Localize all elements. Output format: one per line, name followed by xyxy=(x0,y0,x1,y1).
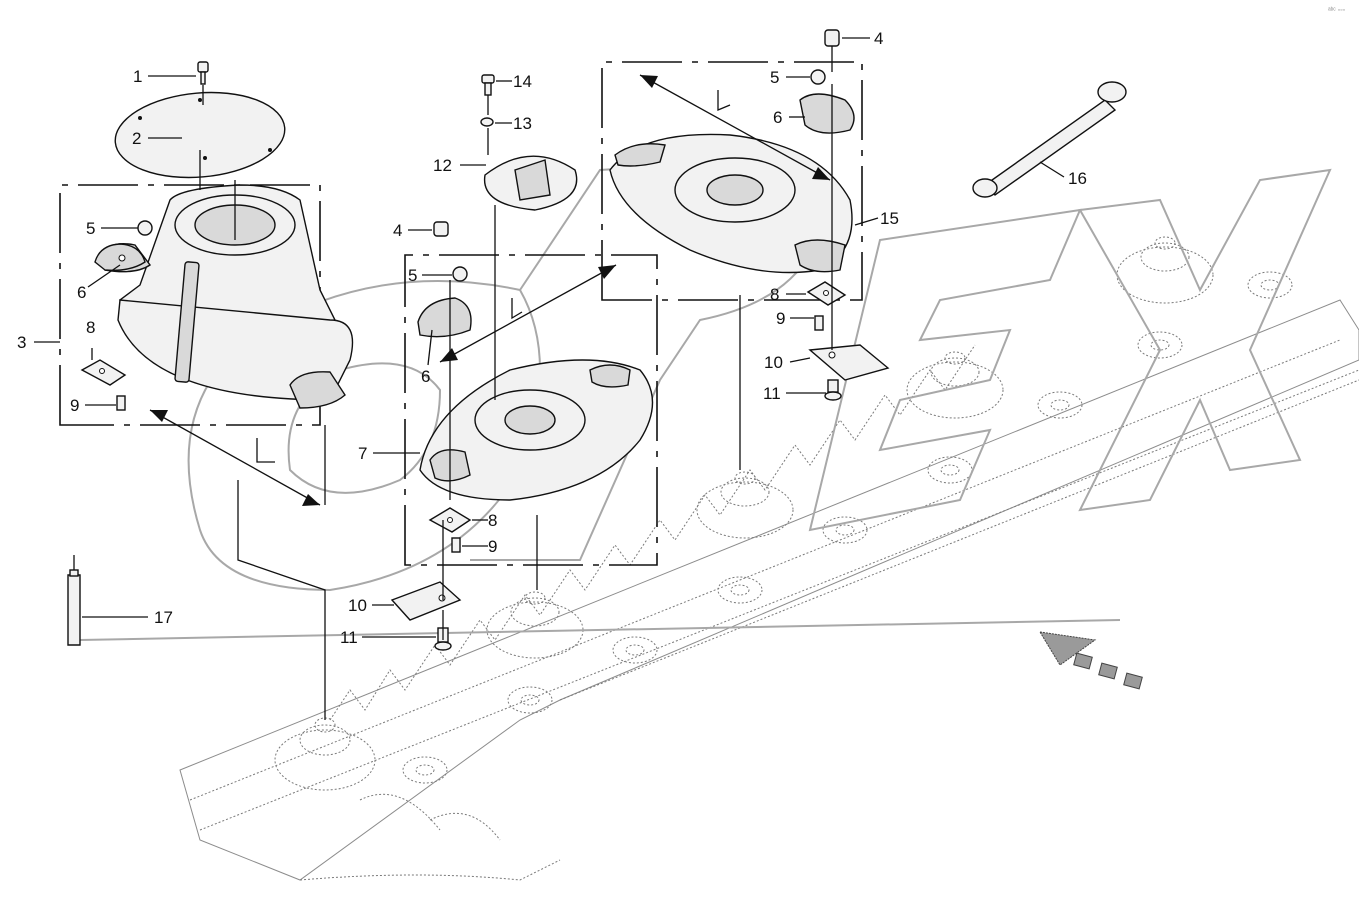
idler-gears xyxy=(402,271,1293,784)
cutter-bar-background xyxy=(179,236,1359,881)
corner-mark: ᵃᵇᶜ ◦◦◦ xyxy=(1328,7,1345,14)
nut-4-middle xyxy=(433,221,449,237)
callout-10-middle: 10 xyxy=(348,596,367,615)
bolt-14 xyxy=(481,74,495,96)
callout-9-left: 9 xyxy=(70,396,79,415)
cover-plate-holes xyxy=(138,98,272,160)
disc-7 xyxy=(419,359,654,501)
pad-8-left xyxy=(80,359,127,386)
knife-holder-6-right xyxy=(799,93,855,134)
callout-labels: 1 2 3 5 6 8 9 14 13 12 4 5 6 7 8 9 10 11… xyxy=(17,29,1087,647)
callout-15: 15 xyxy=(880,209,899,228)
callout-10-right: 10 xyxy=(764,353,783,372)
callout-11-right: 11 xyxy=(763,384,781,403)
callout-1: 1 xyxy=(133,67,142,86)
leader-lines xyxy=(34,37,1065,638)
callout-7: 7 xyxy=(358,444,367,463)
group-frame-middle xyxy=(404,254,658,566)
group-frame-left xyxy=(59,184,321,426)
callout-8-right: 8 xyxy=(770,285,779,304)
nut-5-left xyxy=(137,220,153,236)
nut-4-right xyxy=(824,29,840,47)
callout-8-middle: 8 xyxy=(488,511,497,530)
disc-15 xyxy=(609,133,853,274)
nut-5-right xyxy=(810,69,826,85)
callout-13: 13 xyxy=(513,114,532,133)
bolt-9-right xyxy=(814,315,824,331)
callout-5-left: 5 xyxy=(86,219,95,238)
callout-17: 17 xyxy=(154,608,173,627)
bolt-11-right xyxy=(824,379,842,401)
bolt-1 xyxy=(197,61,209,85)
gear-housing-4 xyxy=(906,351,1004,419)
bolt-9-middle xyxy=(451,537,461,553)
callout-8-left: 8 xyxy=(86,318,95,337)
blade-10-right xyxy=(808,344,890,381)
callout-2: 2 xyxy=(132,129,141,148)
callout-5-right: 5 xyxy=(770,68,779,87)
callout-9-right: 9 xyxy=(776,309,785,328)
callout-4-middle: 4 xyxy=(393,221,402,240)
gear-housing-5 xyxy=(1116,236,1214,304)
callout-9-middle: 9 xyxy=(488,537,497,556)
callout-5-middle: 5 xyxy=(408,266,417,285)
assembly-lines xyxy=(149,46,833,720)
watermark xyxy=(79,158,1332,641)
pad-8-middle xyxy=(428,507,472,533)
direction-arrow-icon xyxy=(1039,631,1143,690)
callout-6-middle: 6 xyxy=(421,367,430,386)
top-cap-12 xyxy=(483,155,578,211)
knife-holder-6-left xyxy=(94,243,146,272)
knife-holder-6-middle xyxy=(417,297,472,338)
callout-14: 14 xyxy=(513,72,532,91)
callout-4-right: 4 xyxy=(874,29,883,48)
pad-8-right xyxy=(806,281,847,306)
callout-12: 12 xyxy=(433,156,452,175)
callout-6-left: 6 xyxy=(77,283,86,302)
group-frame-right xyxy=(601,61,863,301)
washer-13 xyxy=(480,117,494,127)
callout-6-right: 6 xyxy=(773,108,782,127)
blade-10-middle xyxy=(390,581,462,621)
gear-housing-2 xyxy=(486,591,584,659)
callout-11-middle: 11 xyxy=(340,628,358,647)
drum-cone-assembly xyxy=(99,91,354,409)
nut-5-middle xyxy=(452,266,468,282)
grease-tube-17 xyxy=(67,555,81,646)
callout-3: 3 xyxy=(17,333,26,352)
gear-housing-3 xyxy=(696,471,794,539)
gear-housing-1 xyxy=(274,717,376,791)
bolt-9-left xyxy=(116,395,126,411)
callout-16: 16 xyxy=(1068,169,1087,188)
wrench-16 xyxy=(972,81,1127,198)
